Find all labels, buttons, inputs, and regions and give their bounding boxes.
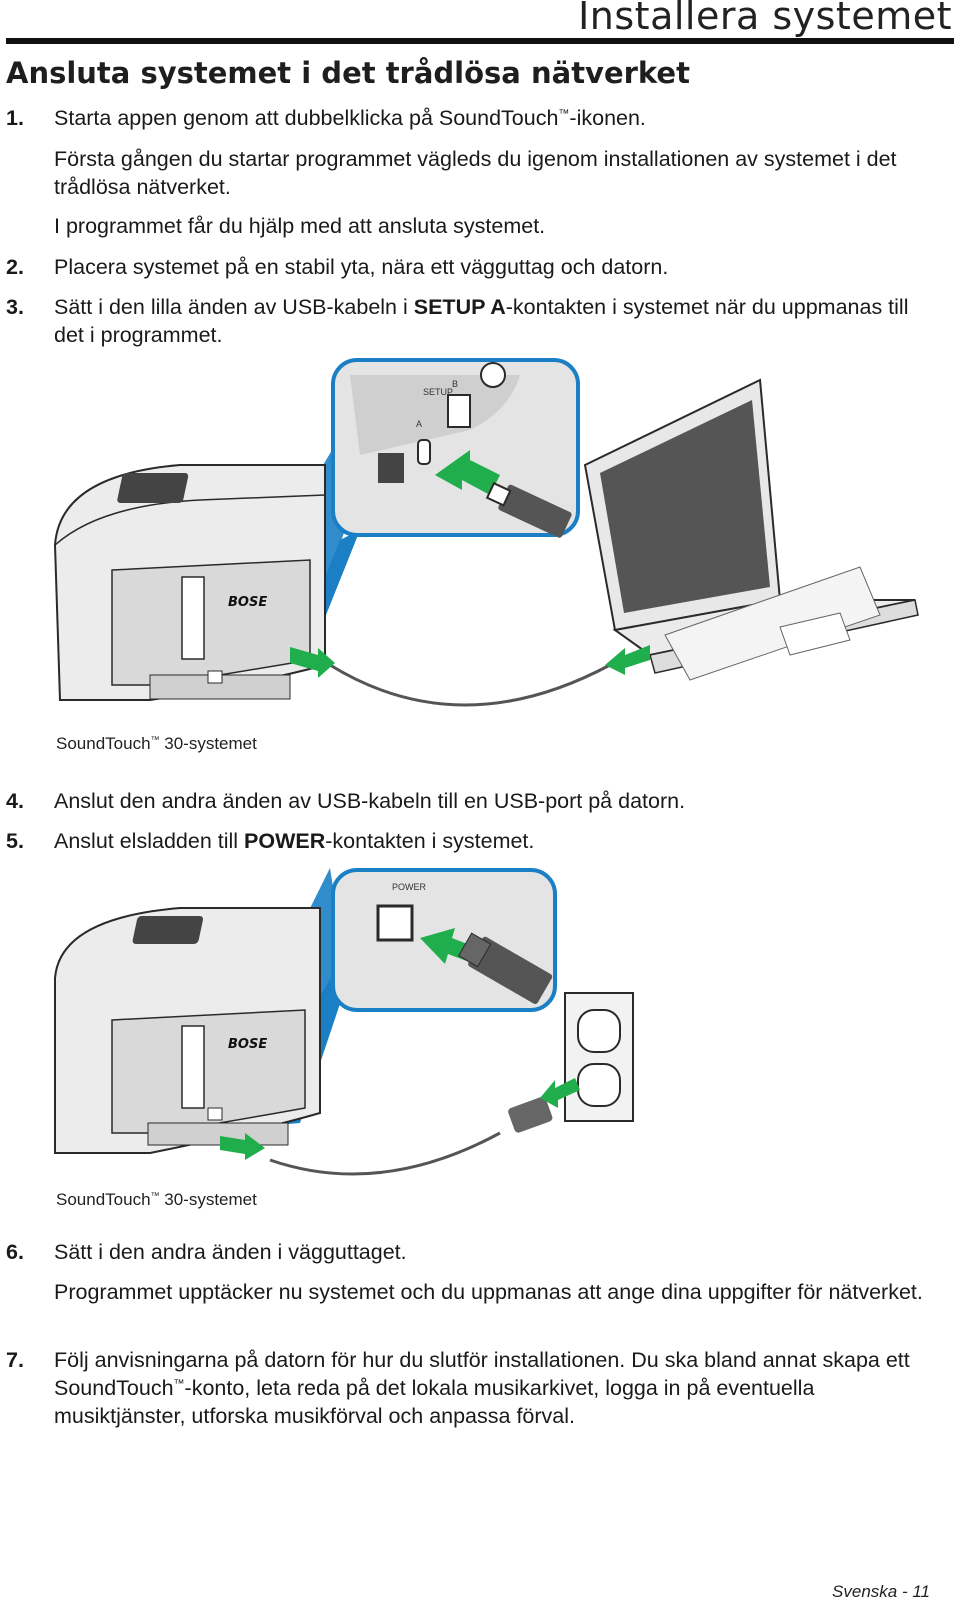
usb-cable [329,663,611,707]
figure-1-caption: SoundTouch™ 30-systemet [56,734,257,754]
step-text: Starta appen genom att dubbelklicka på S… [54,104,930,132]
speaker-button-pad [117,473,189,503]
outlet-socket-bottom [577,1063,621,1107]
soundtouch-speaker: BOSE [54,907,321,1154]
step-number: 3. [6,295,24,319]
step-text: Sätt i den lilla änden av USB-kabeln i S… [54,293,930,349]
step-text-part: -kontakten i systemet. [325,829,535,853]
laptop-touchpad [779,612,851,656]
step-text: Anslut elsladden till POWER-kontakten i … [54,827,930,855]
step-text-part: Anslut elsladden till [54,829,245,853]
figure-2-caption: SoundTouch™ 30-systemet [56,1190,257,1210]
wall-outlet [564,992,634,1122]
bose-logo: BOSE [228,1037,267,1052]
setup-label: SETUP [423,387,453,397]
page-title: Installera systemet [578,0,952,38]
connector-label: SETUP A [413,295,506,319]
step-number: 2. [6,255,24,279]
power-label: POWER [392,882,427,892]
power-port [207,1107,223,1121]
trademark-mark: ™ [558,107,570,120]
usb-setup-b-port [447,394,471,428]
port-zoom-callout: SETUP A B [331,358,580,538]
plug-arrow-speaker [220,1133,265,1160]
caption-text: SoundTouch [56,734,151,753]
plug-arrow-speaker [290,647,335,678]
power-inlet [376,904,414,942]
power-zoom-callout: POWER [331,868,557,1012]
step-text-part: -kontakten i systemet när du uppmanas ti… [54,295,909,347]
power-connection-illustration: BOSE POWER [54,868,634,1176]
section-heading: Ansluta systemet i det trådlösa nätverke… [6,56,690,90]
caption-text: 30-systemet [159,1190,257,1209]
step-text-part: Följ anvisningarna på datorn för hur du … [54,1348,910,1400]
plug-arrow-outlet [540,1078,580,1108]
trademark-mark: ™ [150,1190,160,1201]
outlet-socket-top [577,1009,621,1053]
speaker-button-pad [132,916,204,944]
step-text-part: Starta appen genom att dubbelklicka på S… [54,106,559,130]
step-number: 5. [6,829,24,853]
insert-arrow [435,450,500,495]
step-6-note: Programmet upptäcker nu systemet och du … [54,1280,923,1304]
step-number: 1. [6,106,24,130]
speaker-slot [181,576,205,660]
usb-setup-illustration: BOSE SETUP A B [53,358,919,707]
step-text: Följ anvisningarna på datorn för hur du … [54,1346,930,1430]
step-1-note-2: I programmet får du hjälp med att anslut… [54,214,546,238]
step-number: 4. [6,789,24,813]
step-1-note-1: Första gången du startar programmet vägl… [54,147,897,199]
page-footer: Svenska - 11 [832,1582,930,1601]
power-port [207,670,223,684]
usb-plug [485,481,572,538]
caption-text: SoundTouch [56,1190,151,1209]
step-number: 7. [6,1348,24,1372]
step-number: 6. [6,1240,24,1264]
laptop-screen [600,400,770,613]
bose-logo: BOSE [228,595,267,610]
trademark-mark: ™ [173,1377,185,1390]
power-cord [269,1131,501,1176]
laptop-keyboard [664,566,881,681]
step-text: Placera systemet på en stabil yta, nära … [54,255,669,279]
step-text: Sätt i den andra änden i vägguttaget. [54,1240,407,1264]
step-text: Anslut den andra änden av USB-kabeln til… [54,789,686,813]
ethernet-port [378,453,404,483]
port-label-a: A [416,419,422,429]
port-label-b: B [452,379,458,389]
step-text-part: -konto, leta reda på det lokala musikark… [54,1376,815,1428]
power-plug [457,932,553,1005]
step-text-part: Sätt i den lilla änden av USB-kabeln i [54,295,414,319]
soundtouch-speaker: BOSE [53,464,326,701]
speaker-slot [181,1025,205,1109]
usb-setup-a-port [417,439,431,465]
aux-port [480,362,506,388]
trademark-mark: ™ [150,734,160,745]
connector-label: POWER [244,829,326,853]
caption-text: 30-systemet [159,734,257,753]
wall-plug [508,1096,553,1133]
step-text-part: -ikonen. [569,106,646,130]
plug-arrow-laptop [605,645,650,675]
laptop-computer [583,378,919,681]
header-rule [6,38,954,44]
